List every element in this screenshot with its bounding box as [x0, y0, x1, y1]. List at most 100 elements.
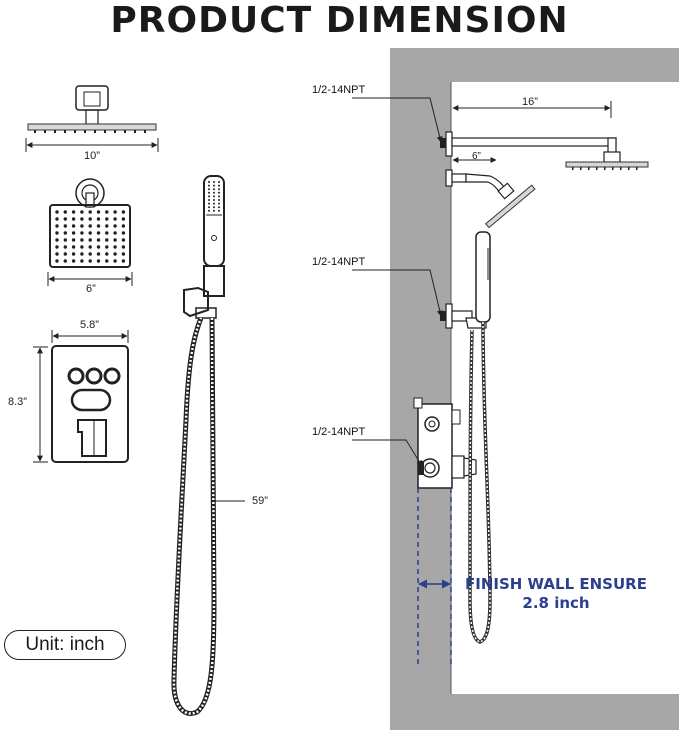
- nozzle-dot: [71, 231, 76, 235]
- valve-body: [413, 397, 477, 489]
- nozzle-dot: [113, 252, 117, 256]
- nozzle-dot: [113, 238, 117, 242]
- nozzle-dot: [96, 217, 101, 221]
- nozzle-dot: [121, 224, 126, 228]
- nozzle-dot: [63, 252, 67, 256]
- spray-dot: [213, 199, 215, 201]
- nozzle-dot: [80, 224, 84, 228]
- dim-6-label: 6”: [86, 283, 96, 295]
- spray-dot: [213, 181, 215, 183]
- nozzle-dot: [105, 245, 109, 249]
- nozzle-dot: [88, 231, 92, 235]
- nozzle-dot: [71, 217, 76, 221]
- spray-dot: [218, 199, 220, 201]
- nozzle-dot: [63, 210, 67, 214]
- nozzle-dot: [63, 238, 67, 242]
- nozzle-dot: [105, 259, 109, 263]
- nozzle-dot: [55, 231, 59, 235]
- nozzle-dot: [105, 224, 109, 228]
- spray-dot: [208, 202, 210, 205]
- spray-dot: [213, 191, 215, 194]
- nozzle-dot: [63, 217, 67, 221]
- spray-dot: [218, 191, 220, 194]
- wall-hose: [468, 321, 492, 644]
- nozzle-dot: [80, 238, 84, 242]
- finish-wall-dimension: [417, 488, 452, 666]
- spray-dot: [213, 188, 215, 191]
- nozzle-dot: [71, 252, 76, 256]
- shower-arm-6: [445, 169, 536, 229]
- nozzle-dot: [88, 238, 92, 242]
- spray-dot: [208, 191, 210, 194]
- dim-10-label: 10”: [84, 150, 100, 162]
- nozzle-dot: [121, 217, 126, 221]
- nozzle-dot: [113, 217, 117, 221]
- nozzle-dot: [88, 252, 92, 256]
- nozzle-dot: [55, 238, 59, 242]
- nozzle-dot: [96, 210, 101, 214]
- spray-dot: [208, 181, 210, 183]
- dimension-8.3-line: [33, 346, 48, 463]
- spray-dot: [208, 206, 210, 209]
- shower-arm-16: [440, 131, 649, 170]
- dim-6-arm-label: 6”: [472, 151, 481, 162]
- spray-dot: [218, 181, 220, 183]
- nozzle-dot: [88, 259, 92, 263]
- nozzle-dot: [71, 210, 76, 214]
- page-title: PRODUCT DIMENSION: [110, 0, 569, 41]
- spray-dot: [218, 206, 220, 209]
- nozzle-dot: [105, 217, 109, 221]
- nozzle-dot: [63, 231, 67, 235]
- nozzle-dot: [80, 259, 84, 263]
- nozzle-dot: [113, 210, 117, 214]
- spray-dot: [208, 199, 210, 201]
- nozzle-dot: [63, 259, 67, 263]
- nozzle-dot: [71, 245, 76, 249]
- nozzle-dot: [63, 245, 67, 249]
- nozzle-dot: [88, 217, 92, 221]
- dimension-5.8-line: [51, 330, 129, 343]
- nozzle-grid: [55, 210, 126, 263]
- nozzle-dot: [121, 210, 126, 214]
- rain-head-front-view: [49, 178, 131, 268]
- nozzle-dot: [96, 231, 101, 235]
- nozzle-dot: [88, 210, 92, 214]
- npt-label-top: 1/2-14NPT: [312, 84, 366, 96]
- nozzle-dot: [63, 224, 67, 228]
- nozzle-dot: [105, 238, 109, 242]
- spray-dot: [213, 206, 215, 209]
- npt-label-middle: 1/2-14NPT: [312, 256, 366, 268]
- nozzle-dot: [55, 217, 59, 221]
- spray-dot: [213, 195, 215, 198]
- spray-dot: [218, 209, 220, 212]
- nozzle-dot: [113, 245, 117, 249]
- spray-dot: [208, 184, 210, 187]
- nozzle-dot: [71, 259, 76, 263]
- npt-leader-1: [352, 97, 443, 143]
- nozzle-dot: [113, 224, 117, 228]
- nozzle-dot: [96, 252, 101, 256]
- spray-dot: [213, 184, 215, 187]
- spray-dot: [208, 209, 210, 212]
- hand-shower-spray-dots: [208, 181, 220, 212]
- nozzle-dot: [96, 224, 101, 228]
- nozzle-dot: [80, 217, 84, 221]
- nozzle-dot: [80, 252, 84, 256]
- wall-section: [390, 48, 679, 730]
- nozzle-dot: [121, 259, 126, 263]
- nozzle-dot: [105, 252, 109, 256]
- nozzle-dot: [121, 245, 126, 249]
- nozzle-dot: [96, 259, 101, 263]
- spray-dot: [218, 202, 220, 205]
- nozzle-dot: [80, 231, 84, 235]
- nozzle-dot: [71, 224, 76, 228]
- npt-label-bottom: 1/2-14NPT: [312, 426, 366, 438]
- npt-leader-3: [352, 439, 423, 467]
- npt-leader-2: [352, 269, 443, 317]
- finish-wall-line2: 2.8 inch: [522, 594, 590, 612]
- valve-trim-plate: [51, 345, 129, 463]
- nozzle-dot: [55, 252, 59, 256]
- dimension-6-line: [47, 272, 133, 286]
- nozzle-dot: [55, 245, 59, 249]
